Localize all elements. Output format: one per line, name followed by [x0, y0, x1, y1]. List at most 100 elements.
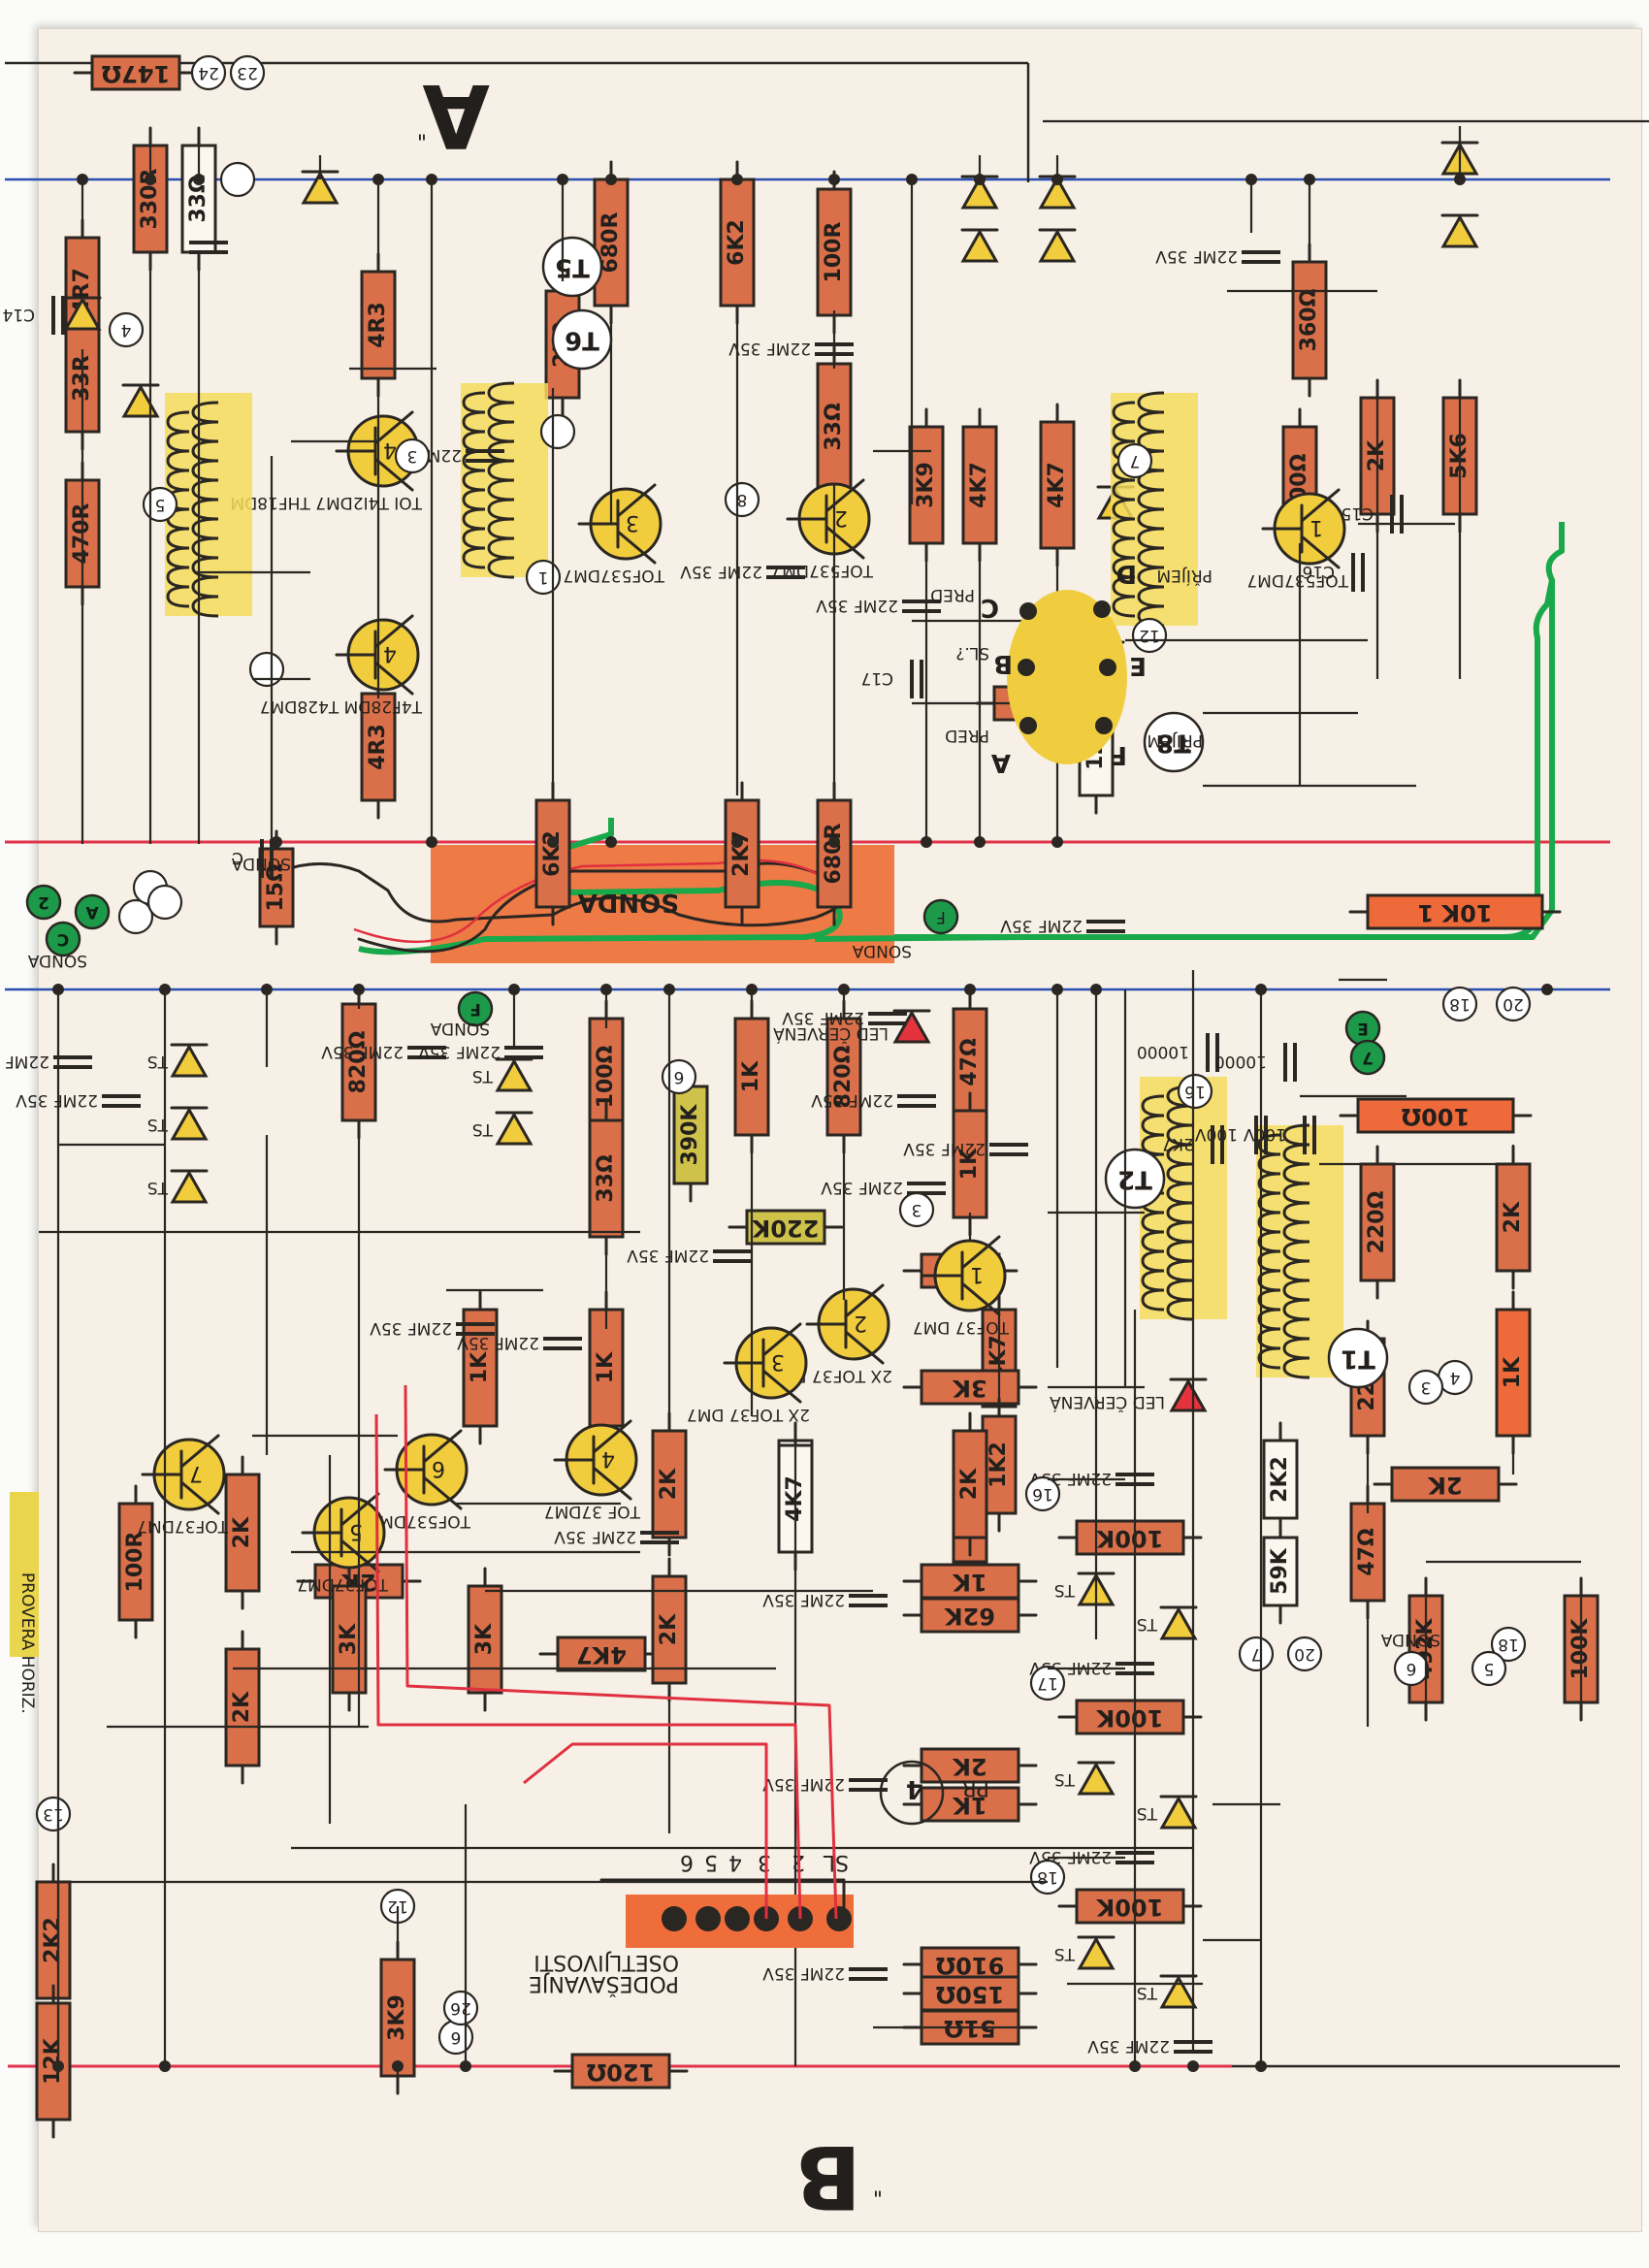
transistor-type: TOF537DM7: [563, 566, 665, 585]
diode-body: [121, 383, 160, 418]
coil-winding: [191, 401, 219, 618]
resistor-value: 100Ω: [594, 1045, 618, 1108]
transistor-number: 4: [601, 1446, 615, 1471]
capacitor-label: 10000: [1214, 1052, 1267, 1071]
capacitor-label: 22MF 35V: [1087, 2036, 1170, 2056]
transistor-type: TOF37DM7: [297, 1574, 389, 1594]
junction-dot: [974, 836, 986, 848]
transistor-collector: [179, 1434, 220, 1469]
switch-pos-3: 3: [758, 1850, 771, 1874]
junction-dot: [145, 174, 156, 185]
node-marker: 4: [108, 311, 145, 348]
resistor-value: 47Ω: [1355, 1528, 1379, 1576]
resistor-r1kf: 1K: [902, 1563, 1038, 1600]
capacitor: 22MF 35V: [418, 1042, 543, 1061]
node-label: 6: [1406, 1659, 1417, 1678]
diode-type: TS: [1054, 1944, 1076, 1963]
section-label-a-quote: ": [417, 118, 427, 143]
section-label-a: A: [422, 64, 490, 166]
probe-label-small: SONDA: [852, 941, 912, 960]
resistor-r100big: 100Ω: [1339, 1097, 1533, 1134]
resistor-body: [35, 1880, 72, 2000]
capacitor: 22MF 35V: [321, 1042, 446, 1061]
transistor-emitter: [960, 1281, 1001, 1316]
transformer-label-ring: [541, 236, 603, 298]
capacitor-label: 22MF 35V: [821, 1178, 903, 1197]
junction-dot: [77, 174, 88, 185]
connector-pin: [1019, 717, 1037, 734]
node-marker: 7: [1349, 1039, 1386, 1076]
transistor-emitter: [373, 457, 414, 492]
transistor-emitter: [1300, 535, 1341, 569]
node-marker: [146, 884, 183, 921]
resistor-value: 910Ω: [936, 1952, 1005, 1979]
resistor-value: 1K2: [986, 1442, 1011, 1488]
resistor-r2ki: 2K: [651, 1557, 688, 1702]
junction-dot: [392, 2060, 404, 2072]
node-label: 7: [1362, 1048, 1374, 1067]
diode: TS: [1137, 1974, 1198, 2009]
junction-dot: [508, 984, 520, 995]
junction-dot: [1245, 174, 1257, 185]
node-marker: 8: [724, 481, 760, 518]
node-marker: 3: [898, 1191, 935, 1228]
resistor-body: [588, 1118, 625, 1239]
resistor-value: 10K 1: [1417, 899, 1492, 926]
probe-wire-red: [353, 859, 835, 944]
coil-winding: [1282, 1123, 1310, 1379]
probe-label-small: SONDA: [27, 951, 87, 970]
resistor-value: 1K: [739, 1060, 763, 1092]
capacitor-label: 22MF 35V: [762, 1963, 845, 1983]
junction-dot: [1255, 2060, 1267, 2072]
resistor-value: 1K: [468, 1351, 492, 1383]
junction-dot: [731, 174, 743, 185]
transistor-collector: [844, 1283, 885, 1318]
resistor-r4k7b: 4K7: [1039, 403, 1076, 567]
resistor-value: 4K7: [1045, 462, 1069, 508]
transformer-label-ring: [1104, 1148, 1166, 1210]
junction-dot: [159, 984, 171, 995]
diode: TS: [147, 1169, 209, 1204]
node-label: 6: [674, 1067, 685, 1086]
node-circle: [146, 884, 183, 921]
junction-dot: [964, 984, 976, 995]
resistor-r10k1: 10K 1: [1348, 893, 1562, 930]
transformer-label: T8: [1156, 729, 1191, 758]
capacitor-label: 22MF 35V: [811, 1090, 893, 1110]
diode-body: [960, 228, 999, 263]
node-marker: 17: [1029, 1665, 1066, 1701]
node-marker: 5: [1471, 1650, 1507, 1687]
capacitor-label: 22MF 35V: [0, 1052, 49, 1071]
resistor-value: 820Ω: [831, 1045, 856, 1108]
resistor-r2kh: 2K: [651, 1411, 688, 1557]
transformer-label: T6: [565, 326, 599, 355]
switch-common-wire: [599, 1878, 846, 1911]
resistor-body: [672, 1085, 709, 1185]
junction-dot: [1304, 174, 1315, 185]
resistor-body: [1359, 1162, 1396, 1282]
node-marker: 1: [525, 559, 562, 596]
capacitor-label: 22MF 35V: [370, 1318, 452, 1338]
green-loop-wire: [894, 522, 1565, 940]
resistor-body: [534, 798, 571, 909]
node-marker: 12: [1131, 617, 1168, 654]
node-circle: [1024, 1475, 1061, 1512]
node-marker: 4: [1437, 1359, 1473, 1396]
junction-dot: [605, 174, 617, 185]
node-marker: 26: [442, 1990, 479, 2026]
node-circle: [661, 1058, 697, 1095]
capacitor-label: 22MF 35V: [1000, 916, 1083, 935]
diode: TS: [472, 1057, 534, 1092]
node-marker: A: [74, 893, 111, 930]
resistor-value: 3K9: [914, 462, 938, 508]
node-circle: [108, 311, 145, 348]
diode-body: [1169, 1377, 1208, 1412]
node-circle: [1131, 617, 1168, 654]
transformer-label: T5: [555, 253, 590, 282]
diode: [1440, 213, 1479, 248]
resistor-body: [952, 1429, 988, 1539]
capacitor: C: [232, 839, 274, 878]
node-label: 1: [538, 567, 549, 587]
